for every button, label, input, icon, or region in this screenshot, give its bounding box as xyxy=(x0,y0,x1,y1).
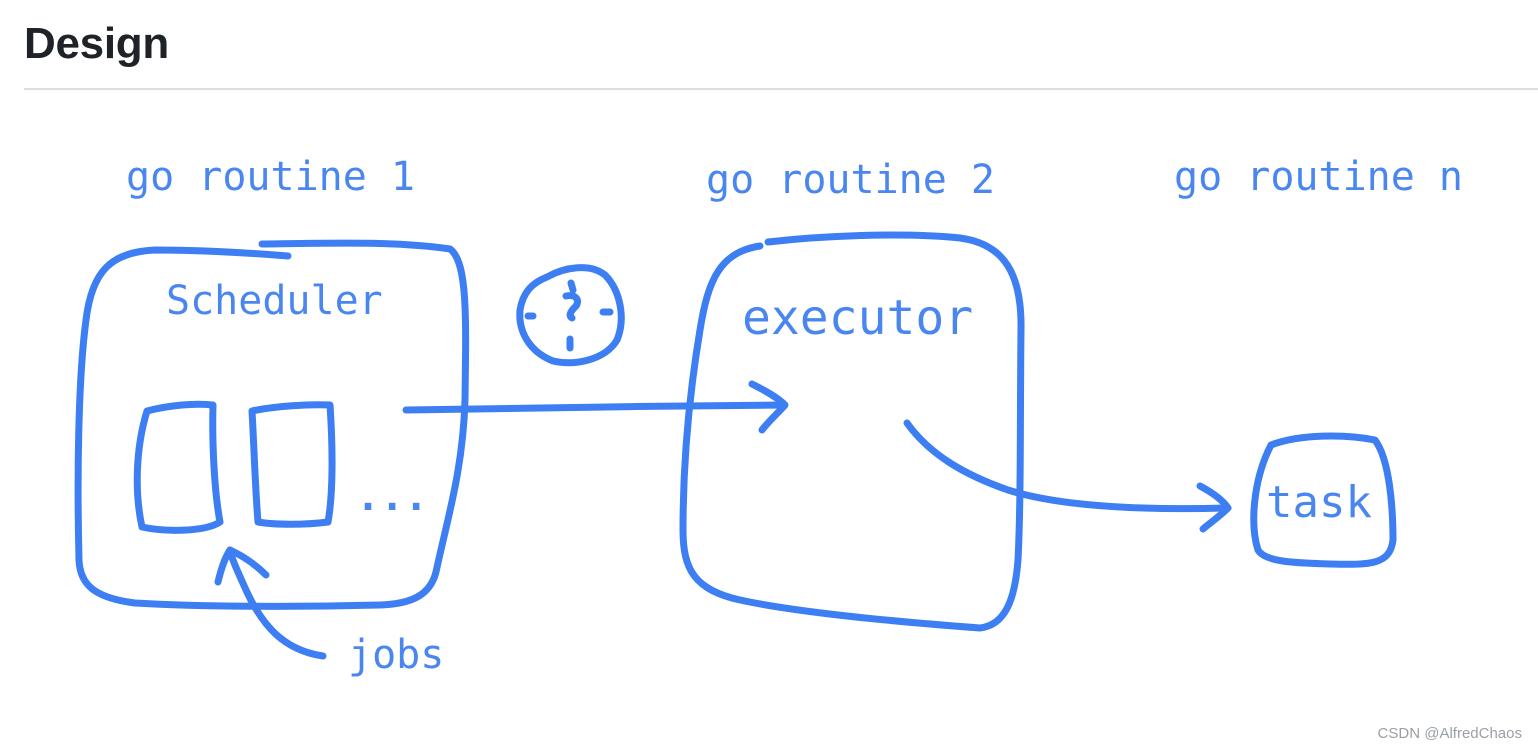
job-slot-2 xyxy=(248,401,336,528)
task-box xyxy=(1250,432,1397,568)
executor-box xyxy=(679,231,1025,632)
executor-label: executor xyxy=(742,290,973,346)
job-slot-1 xyxy=(133,400,224,534)
dispatch-arrow xyxy=(402,401,787,414)
heading-divider xyxy=(24,88,1538,90)
jobs-arrow-head xyxy=(214,546,270,586)
execute-arrow xyxy=(903,419,1230,513)
scheduler-box xyxy=(74,239,470,610)
goroutine-2-label: go routine 2 xyxy=(706,157,995,203)
watermark: CSDN @AlfredChaos xyxy=(1377,725,1522,742)
goroutine-1-label: go routine 1 xyxy=(126,154,415,200)
clock-icon xyxy=(516,264,625,367)
jobs-arrow xyxy=(226,546,327,660)
execute-arrow-head xyxy=(1196,482,1232,533)
task-label: task xyxy=(1266,477,1372,528)
goroutine-n-label: go routine n xyxy=(1174,154,1463,200)
scheduler-label: Scheduler xyxy=(166,278,383,324)
jobs-label: jobs xyxy=(348,632,444,678)
page-heading: Design xyxy=(24,19,169,68)
dispatch-arrow-head xyxy=(748,380,789,434)
more-jobs-ellipsis: ... xyxy=(356,474,428,520)
